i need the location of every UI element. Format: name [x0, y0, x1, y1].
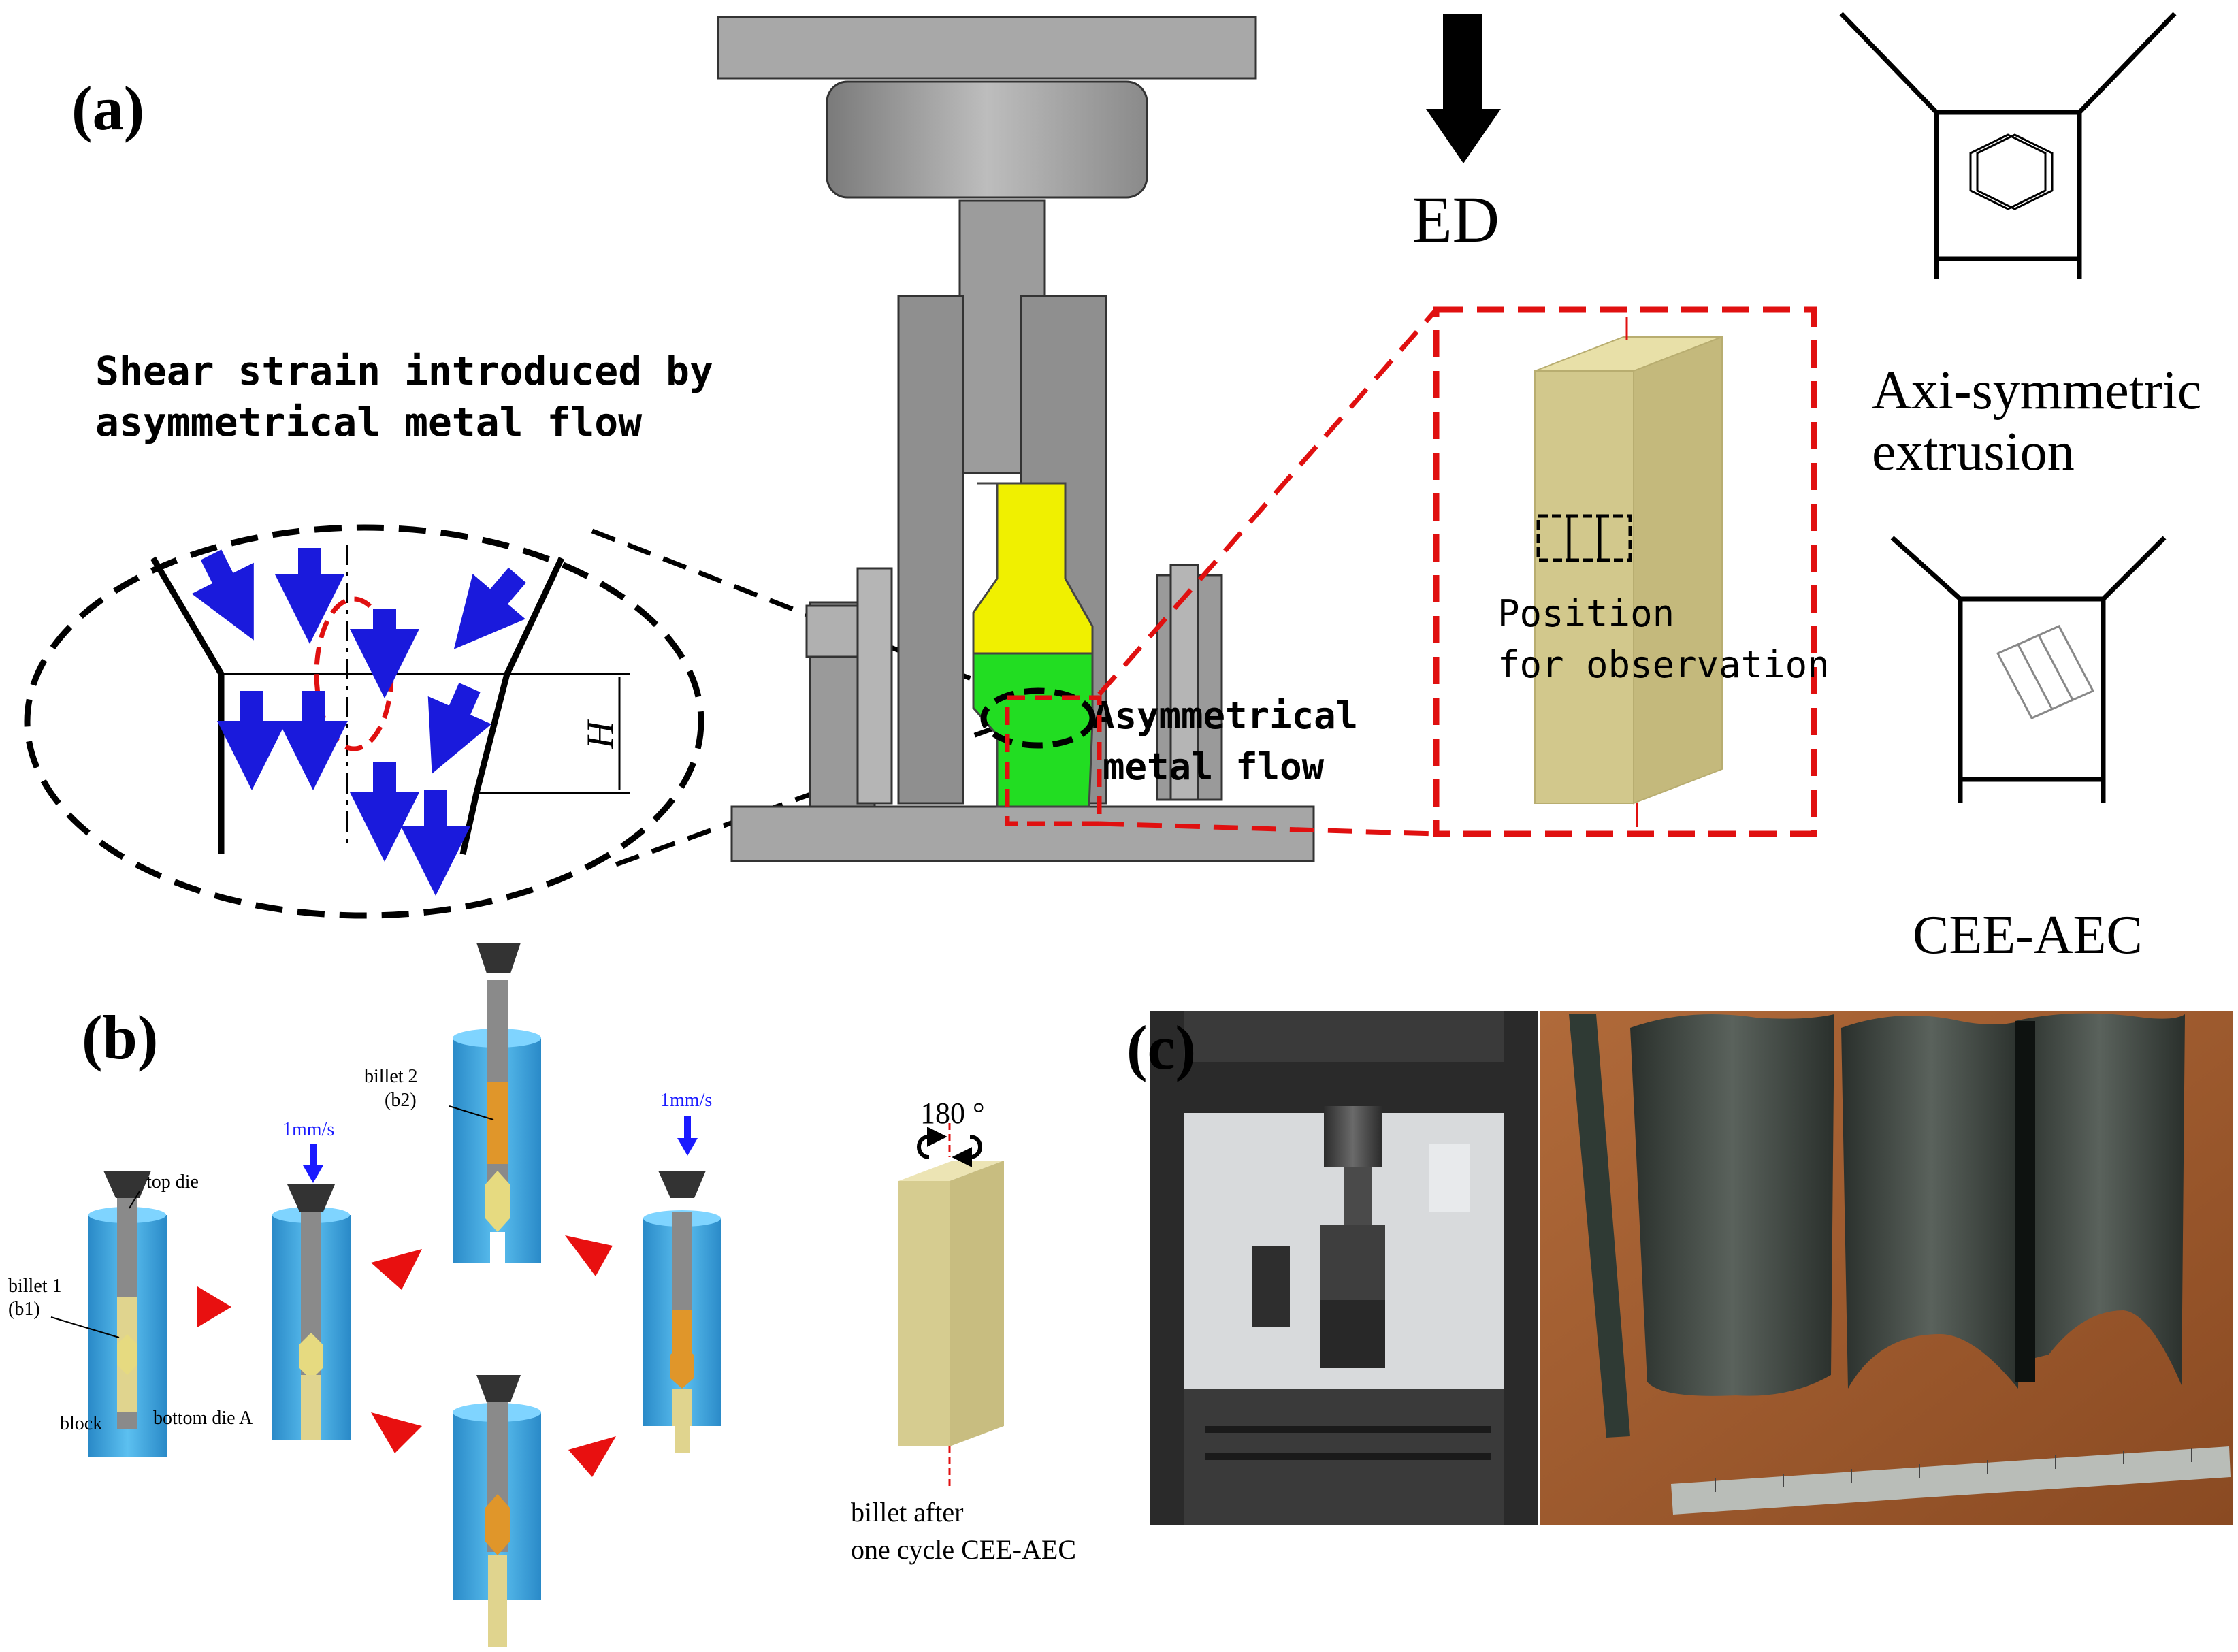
height-symbol: H	[579, 719, 621, 749]
die-stage-2	[272, 1184, 351, 1440]
ed-label: ED	[1412, 183, 1499, 256]
cee-aec-die-sketch	[1890, 536, 2167, 803]
speed-arrow-2	[677, 1116, 698, 1156]
top-die-label: top die	[146, 1171, 199, 1193]
die-stage-1	[88, 1171, 167, 1457]
flow-arrows	[191, 548, 526, 896]
shear-caption-line2: asymmetrical metal flow	[95, 399, 642, 445]
observation-line2: for observation	[1497, 643, 1830, 686]
extrusion-machine	[717, 16, 1315, 862]
billet2-line1: billet 2	[364, 1066, 418, 1087]
panel-a: (a) Shear strain introduced by asymmetri…	[24, 12, 2201, 965]
speed-label-1: 1mm/s	[282, 1119, 334, 1140]
panel-c: (c)	[1126, 1011, 2233, 1525]
ed-down-arrow	[1426, 14, 1501, 163]
speed-label-2: 1mm/s	[660, 1090, 712, 1111]
shear-caption-line1: Shear strain introduced by	[95, 348, 713, 394]
press-photo	[1150, 1011, 1538, 1525]
die-stage-5	[453, 1375, 541, 1647]
asym-flow-line2: metal flow	[1103, 745, 1325, 788]
speed-arrow-1	[303, 1144, 323, 1183]
billet2-line2: (b2)	[385, 1090, 417, 1111]
observation-line1: Position	[1497, 592, 1674, 635]
billet-after-line1: billet after	[851, 1497, 963, 1527]
axi-symmetric-die-sketch	[1839, 12, 2177, 279]
slabs-photo	[1540, 1011, 2233, 1525]
block-label: block	[60, 1413, 102, 1434]
rotation-label: 180 °	[920, 1097, 985, 1130]
billet1-line1: billet 1	[8, 1276, 62, 1297]
billet1-line2: (b1)	[8, 1299, 40, 1320]
observation-zoom-box: Position for observation	[1433, 306, 1830, 837]
red-cycle-triangle	[197, 1235, 616, 1477]
panel-c-label: (c)	[1126, 1013, 1196, 1082]
die-stage-3	[453, 943, 541, 1263]
billet-after-cycle	[898, 1123, 1004, 1487]
cee-aec-label: CEE-AEC	[1913, 905, 2143, 965]
panel-b: (b) top die billet 1 (b1) block bottom d…	[8, 943, 1076, 1647]
billet-after-line2: one cycle CEE-AEC	[851, 1534, 1076, 1565]
magnified-flow-view: H	[24, 524, 704, 919]
rotation-arrow-icon	[917, 1127, 982, 1167]
bottom-die-label: bottom die A	[153, 1408, 253, 1429]
axi-line1: Axi-symmetric	[1872, 361, 2201, 421]
die-stage-4	[643, 1171, 721, 1453]
axi-line2: extrusion	[1872, 422, 2075, 482]
asym-flow-line1: Asymmetrical	[1092, 694, 1358, 737]
panel-b-label: (b)	[82, 1003, 158, 1072]
panel-a-label: (a)	[71, 74, 144, 143]
